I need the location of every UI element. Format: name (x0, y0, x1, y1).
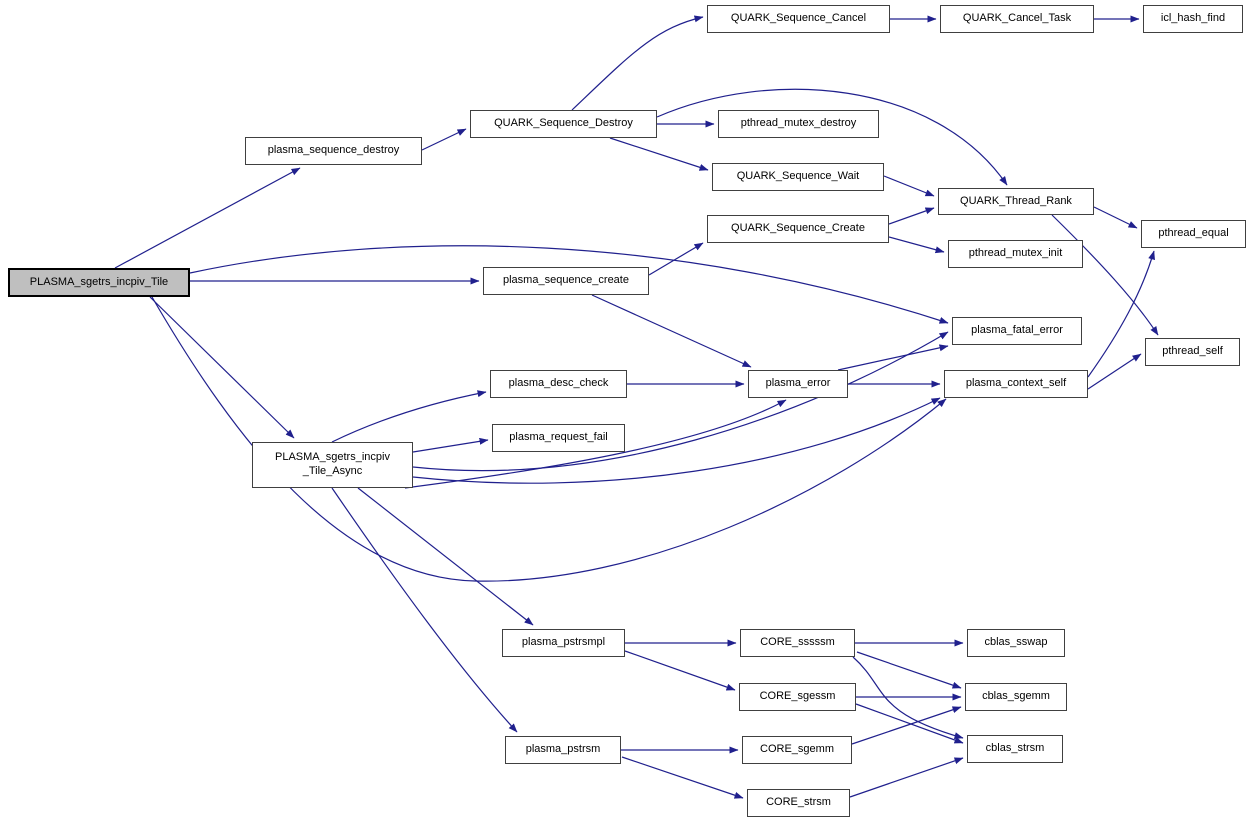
node-label: icl_hash_find (1160, 12, 1226, 25)
node-label: QUARK_Sequence_Wait (736, 170, 860, 183)
edge-QUARK_Sequence_Create-to-QUARK_Thread_Rank (888, 207, 935, 225)
edge-plasma_pstrsmpl-to-CORE_sgessm (624, 650, 736, 691)
edge-plasma_context_self-to-pthread_self (1087, 353, 1142, 390)
edge-PLASMA_sgetrs_incpiv_Tile_Async-to-plasma_pstrsmpl (357, 487, 534, 626)
edge-QUARK_Thread_Rank-to-pthread_equal (1093, 206, 1138, 229)
node-label: CORE_sgemm (760, 743, 834, 756)
node-QUARK_Sequence_Cancel[interactable]: QUARK_Sequence_Cancel (707, 5, 890, 33)
node-CORE_sgemm[interactable]: CORE_sgemm (742, 736, 852, 764)
node-CORE_sssssm[interactable]: CORE_sssssm (740, 629, 855, 657)
node-plasma_request_fail[interactable]: plasma_request_fail (492, 424, 625, 452)
node-label: QUARK_Cancel_Task (962, 12, 1072, 25)
edge-QUARK_Thread_Rank-to-pthread_self (1051, 214, 1159, 336)
node-cblas_strsm[interactable]: cblas_strsm (967, 735, 1063, 763)
node-label: plasma_sequence_destroy (267, 144, 400, 157)
node-label: PLASMA_sgetrs_incpiv _Tile_Async (275, 451, 390, 477)
node-label: QUARK_Sequence_Destroy (494, 117, 633, 130)
node-pthread_mutex_init[interactable]: pthread_mutex_init (948, 240, 1083, 268)
node-label: plasma_fatal_error (971, 324, 1063, 337)
node-cblas_sgemm[interactable]: cblas_sgemm (965, 683, 1067, 711)
node-label: pthread_equal (1158, 227, 1229, 240)
edge-QUARK_Sequence_Destroy-to-QUARK_Sequence_Wait (609, 137, 709, 171)
edge-plasma_error-to-plasma_fatal_error (837, 344, 949, 371)
node-label: cblas_sgemm (982, 690, 1050, 703)
edge-plasma_sequence_create-to-QUARK_Sequence_Create (648, 242, 704, 276)
node-plasma_sequence_destroy[interactable]: plasma_sequence_destroy (245, 137, 422, 165)
edge-PLASMA_sgetrs_incpiv_Tile-to-plasma_fatal_error (189, 245, 949, 324)
edge-CORE_strsm-to-cblas_strsm (849, 757, 964, 798)
node-plasma_desc_check[interactable]: plasma_desc_check (490, 370, 627, 398)
edge-PLASMA_sgetrs_incpiv_Tile-to-plasma_context_self (151, 296, 947, 582)
node-label: plasma_pstrsm (525, 743, 601, 756)
node-label: cblas_sswap (984, 636, 1048, 649)
node-PLASMA_sgetrs_incpiv_Tile_Async[interactable]: PLASMA_sgetrs_incpiv _Tile_Async (252, 442, 413, 488)
edge-CORE_sssssm-to-cblas_strsm (852, 656, 964, 740)
node-label: plasma_request_fail (509, 431, 608, 444)
node-QUARK_Thread_Rank[interactable]: QUARK_Thread_Rank (938, 188, 1094, 215)
edge-plasma_sequence_create-to-plasma_error (591, 294, 752, 368)
node-cblas_sswap[interactable]: cblas_sswap (967, 629, 1065, 657)
node-label: PLASMA_sgetrs_incpiv_Tile (29, 275, 169, 288)
node-label: plasma_desc_check (508, 377, 609, 390)
edge-PLASMA_sgetrs_incpiv_Tile_Async-to-plasma_error (404, 399, 787, 489)
edge-QUARK_Sequence_Destroy-to-QUARK_Sequence_Cancel (571, 15, 704, 111)
node-label: plasma_sequence_create (503, 274, 629, 287)
edge-plasma_context_self-to-pthread_equal (1087, 250, 1155, 378)
node-plasma_pstrsmpl[interactable]: plasma_pstrsmpl (502, 629, 625, 657)
node-label: plasma_error (765, 377, 831, 390)
node-QUARK_Sequence_Wait[interactable]: QUARK_Sequence_Wait (712, 163, 884, 191)
node-label: plasma_context_self (965, 377, 1067, 390)
edge-PLASMA_sgetrs_incpiv_Tile_Async-to-plasma_fatal_error (412, 331, 949, 472)
node-pthread_equal[interactable]: pthread_equal (1141, 220, 1246, 248)
edge-PLASMA_sgetrs_incpiv_Tile-to-PLASMA_sgetrs_incpiv_Tile_Async (149, 296, 295, 439)
node-plasma_sequence_create[interactable]: plasma_sequence_create (483, 267, 649, 295)
node-label: CORE_strsm (766, 796, 831, 809)
edge-plasma_pstrsm-to-CORE_strsm (621, 756, 744, 799)
node-label: QUARK_Sequence_Create (731, 222, 865, 235)
node-plasma_context_self[interactable]: plasma_context_self (944, 370, 1088, 398)
edge-PLASMA_sgetrs_incpiv_Tile_Async-to-plasma_context_self (412, 397, 941, 484)
node-plasma_error[interactable]: plasma_error (748, 370, 848, 398)
node-plasma_pstrsm[interactable]: plasma_pstrsm (505, 736, 621, 764)
node-label: pthread_mutex_init (968, 247, 1063, 260)
node-label: CORE_sgessm (759, 690, 836, 703)
node-QUARK_Sequence_Create[interactable]: QUARK_Sequence_Create (707, 215, 889, 243)
edge-CORE_sgemm-to-cblas_sgemm (851, 706, 962, 745)
edge-CORE_sgessm-to-cblas_strsm (855, 703, 964, 744)
node-label: QUARK_Thread_Rank (960, 194, 1072, 207)
node-plasma_fatal_error[interactable]: plasma_fatal_error (952, 317, 1082, 345)
edge-QUARK_Sequence_Wait-to-QUARK_Thread_Rank (883, 175, 935, 197)
edge-CORE_sssssm-to-cblas_sgemm (856, 651, 962, 689)
node-label: plasma_pstrsmpl (521, 636, 606, 649)
edge-PLASMA_sgetrs_incpiv_Tile_Async-to-plasma_desc_check (331, 390, 487, 443)
node-CORE_strsm[interactable]: CORE_strsm (747, 789, 850, 817)
edge-PLASMA_sgetrs_incpiv_Tile_Async-to-plasma_pstrsm (331, 487, 518, 733)
node-label: cblas_strsm (985, 742, 1045, 755)
node-PLASMA_sgetrs_incpiv_Tile: PLASMA_sgetrs_incpiv_Tile (8, 268, 190, 297)
edge-plasma_sequence_destroy-to-QUARK_Sequence_Destroy (421, 128, 467, 151)
node-pthread_self[interactable]: pthread_self (1145, 338, 1240, 366)
node-icl_hash_find[interactable]: icl_hash_find (1143, 5, 1243, 33)
node-CORE_sgessm[interactable]: CORE_sgessm (739, 683, 856, 711)
node-QUARK_Cancel_Task[interactable]: QUARK_Cancel_Task (940, 5, 1094, 33)
edge-QUARK_Sequence_Destroy-to-QUARK_Thread_Rank (656, 88, 1008, 186)
edge-PLASMA_sgetrs_incpiv_Tile_Async-to-plasma_request_fail (412, 437, 489, 453)
node-label: QUARK_Sequence_Cancel (730, 12, 867, 25)
node-pthread_mutex_destroy[interactable]: pthread_mutex_destroy (718, 110, 879, 138)
node-label: pthread_self (1162, 345, 1223, 358)
node-label: CORE_sssssm (760, 636, 835, 649)
edge-PLASMA_sgetrs_incpiv_Tile-to-plasma_sequence_destroy (114, 167, 301, 269)
node-label: pthread_mutex_destroy (740, 117, 857, 130)
node-QUARK_Sequence_Destroy[interactable]: QUARK_Sequence_Destroy (470, 110, 657, 138)
edge-QUARK_Sequence_Create-to-pthread_mutex_init (888, 236, 945, 254)
